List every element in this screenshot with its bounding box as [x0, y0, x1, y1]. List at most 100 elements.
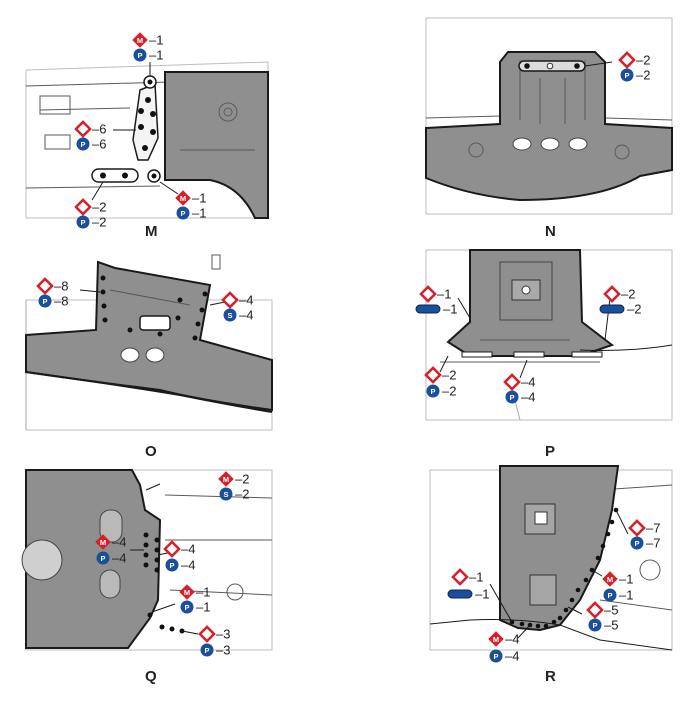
callout-count: –7 — [646, 536, 660, 551]
callout-symbol-letter: S — [223, 490, 228, 499]
callout-count: –5 — [604, 603, 618, 618]
diamond-m-icon — [132, 32, 148, 48]
circle-p-icon — [200, 643, 214, 657]
callout-count: –4 — [505, 649, 519, 664]
callout-symbol-letter: P — [204, 646, 209, 655]
callout-o: –8 — [36, 277, 68, 295]
diamond-o-icon — [503, 373, 521, 391]
diamond-o-icon — [36, 277, 54, 295]
callout-count: –1 — [619, 572, 633, 587]
callout-symbol-letter: P — [80, 140, 85, 149]
circle-s-icon — [219, 487, 233, 501]
callout-count: –2 — [442, 368, 456, 383]
callout-symbol-letter: M — [180, 194, 186, 203]
callout-p: P–3 — [200, 643, 230, 658]
callout-count: –8 — [54, 294, 68, 309]
callout-count: –1 — [192, 191, 206, 206]
callout-m: M –1 — [179, 584, 210, 600]
callout-count: –2 — [442, 384, 456, 399]
callout-count: –2 — [636, 53, 650, 68]
callout-o: –1 — [451, 568, 483, 586]
callout-s: S–2 — [219, 487, 249, 502]
panel-p — [425, 249, 673, 421]
panel-r — [429, 465, 673, 651]
circle-p-icon — [76, 137, 90, 151]
callout-symbol-letter: S — [227, 311, 232, 320]
circle-p-icon — [176, 206, 190, 220]
panel-caption: P — [545, 443, 555, 460]
callout-count: –3 — [216, 627, 230, 642]
callout-count: –4 — [521, 390, 535, 405]
callout-count: –2 — [621, 287, 635, 302]
seal-bar-icon — [599, 304, 625, 314]
circle-p-icon — [630, 536, 644, 550]
circle-p-icon — [588, 618, 602, 632]
callout-p: P–1 — [176, 206, 206, 221]
callout-seal: –1 — [447, 587, 489, 602]
callout-p: P –4 — [96, 551, 126, 566]
circle-p-icon — [426, 384, 440, 398]
diamond-o-icon — [163, 540, 181, 558]
callout-p: P–4 — [165, 558, 195, 573]
callout-count: –1 — [196, 600, 210, 615]
callout-count: –2 — [636, 68, 650, 83]
panel-caption: Q — [145, 668, 157, 685]
callout-p: P–8 — [38, 294, 68, 309]
panel-n — [425, 17, 673, 215]
diamond-o-icon — [424, 366, 442, 384]
callout-seal: –1 — [415, 302, 457, 317]
callout-count: –4 — [505, 632, 519, 647]
callout-count: –7 — [646, 521, 660, 536]
diamond-m-icon — [179, 584, 195, 600]
callout-o: –2 — [618, 51, 650, 69]
callout-symbol-letter: P — [100, 554, 105, 563]
callout-count: –4 — [239, 308, 253, 323]
callout-m: M –1 — [175, 190, 206, 206]
callout-p: P–2 — [76, 215, 106, 230]
callout-count: –1 — [475, 587, 489, 602]
callout-count: –6 — [92, 122, 106, 137]
diamond-o-icon — [221, 291, 239, 309]
callout-o: –4 — [163, 540, 195, 558]
callout-symbol-letter: P — [430, 387, 435, 396]
circle-p-icon — [603, 588, 617, 602]
diamond-o-icon — [198, 625, 216, 643]
diamond-o-icon — [603, 285, 621, 303]
callout-p: P–6 — [76, 137, 106, 152]
callout-count: –1 — [619, 588, 633, 603]
callout-count: –1 — [149, 48, 163, 63]
callout-o: –7 — [628, 519, 660, 537]
callout-count: –2 — [235, 472, 249, 487]
callout-count: –4 — [181, 558, 195, 573]
circle-s-icon — [223, 308, 237, 322]
callout-count: –1 — [443, 302, 457, 317]
callout-o: –2 — [74, 198, 106, 216]
callout-p: P –2 — [426, 384, 456, 399]
circle-p-icon — [96, 551, 110, 565]
callout-symbol-letter: P — [509, 393, 514, 402]
callout-p: P–4 — [489, 649, 519, 664]
callout-p: P–2 — [620, 68, 650, 83]
circle-p-icon — [76, 215, 90, 229]
callout-count: –1 — [192, 206, 206, 221]
callout-o: –4 — [503, 373, 535, 391]
callout-count: –2 — [627, 302, 641, 317]
diamond-m-icon — [602, 571, 618, 587]
callout-symbol-letter: M — [184, 588, 190, 597]
panel-caption: O — [145, 443, 157, 460]
circle-p-icon — [620, 68, 634, 82]
callout-symbol-letter: P — [137, 51, 142, 60]
callout-o: –2 — [424, 366, 456, 384]
callout-symbol-letter: M — [100, 538, 106, 547]
callout-p: P–5 — [588, 618, 618, 633]
callout-p: P–1 — [603, 588, 633, 603]
callout-count: –4 — [112, 535, 126, 550]
callout-count: –2 — [92, 215, 106, 230]
callout-count: –4 — [112, 551, 126, 566]
panel-o — [25, 254, 273, 431]
callout-o: –5 — [586, 601, 618, 619]
callout-count: –1 — [437, 287, 451, 302]
callout-count: –1 — [196, 585, 210, 600]
panel-m — [25, 61, 269, 219]
diamond-o-icon — [74, 120, 92, 138]
